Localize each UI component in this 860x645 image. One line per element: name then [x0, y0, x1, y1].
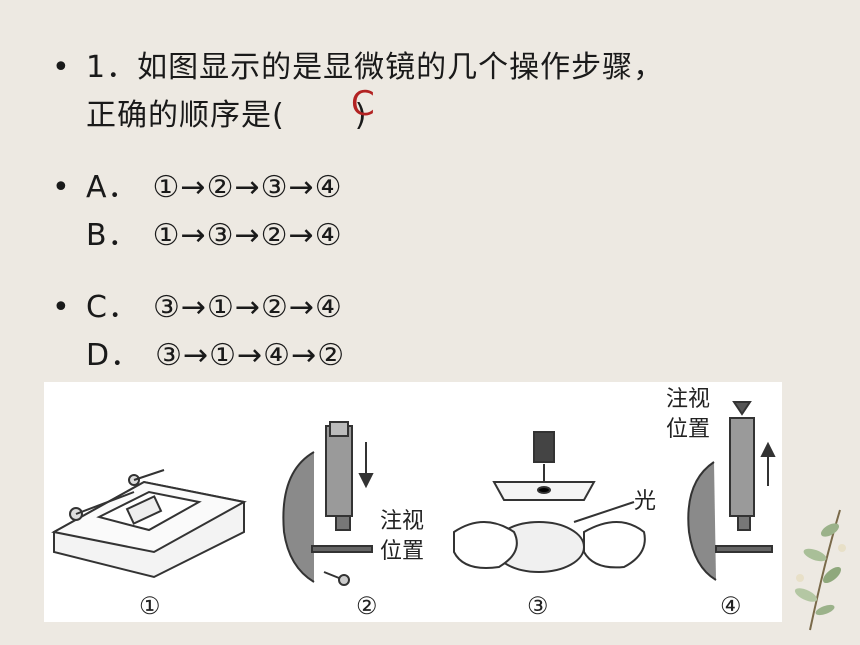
option-d-label: D． [86, 338, 142, 373]
option-c-sequence: ③→①→②→④ [152, 290, 343, 325]
option-a: A． ①→②→③→④ [86, 168, 343, 208]
option-d-sequence: ③→①→④→② [155, 338, 346, 373]
option-d: D． ③→①→④→② [86, 336, 345, 376]
answer-mark: C [351, 84, 375, 124]
question-prefix: 正确的顺序是( [86, 98, 285, 133]
step-1-label: ① [139, 592, 161, 620]
bullet-options-cd: • [52, 290, 70, 325]
step-4-illustration [687, 401, 776, 581]
option-c: C． ③→①→②→④ [86, 288, 343, 328]
step-4-annotation-position: 位置 [666, 417, 710, 442]
bullet-question: • [52, 50, 70, 85]
question-line-1: 1．如图显示的是显微镜的几个操作步骤， [86, 50, 665, 85]
bullet-options-ab: • [52, 170, 70, 205]
plant-decoration-icon [794, 509, 846, 631]
step-3-illustration [453, 431, 646, 573]
step-1-illustration [51, 469, 247, 579]
step-3-annotation-light: 光 [634, 489, 656, 514]
question-suffix: ) [354, 98, 368, 133]
step-2-annotation-position: 位置 [380, 539, 424, 564]
step-2-label: ② [356, 592, 378, 620]
option-b-label: B． [86, 218, 139, 253]
option-a-label: A． [86, 170, 139, 205]
option-a-sequence: ①→②→③→④ [152, 170, 343, 205]
step-4-label: ④ [720, 592, 742, 620]
option-b-sequence: ①→③→②→④ [152, 218, 343, 253]
step-2-illustration [282, 421, 374, 586]
option-c-label: C． [86, 290, 139, 325]
step-3-label: ③ [527, 592, 549, 620]
microscope-steps-svg: ① 注视 位置 ② [51, 387, 776, 620]
microscope-steps-figure: ① 注视 位置 ② [44, 382, 782, 622]
step-4-annotation-gaze: 注视 [666, 387, 710, 412]
step-2-annotation-gaze: 注视 [380, 509, 424, 534]
question-line-2: 正确的顺序是() [86, 96, 367, 136]
option-b: B． ①→③→②→④ [86, 216, 343, 256]
